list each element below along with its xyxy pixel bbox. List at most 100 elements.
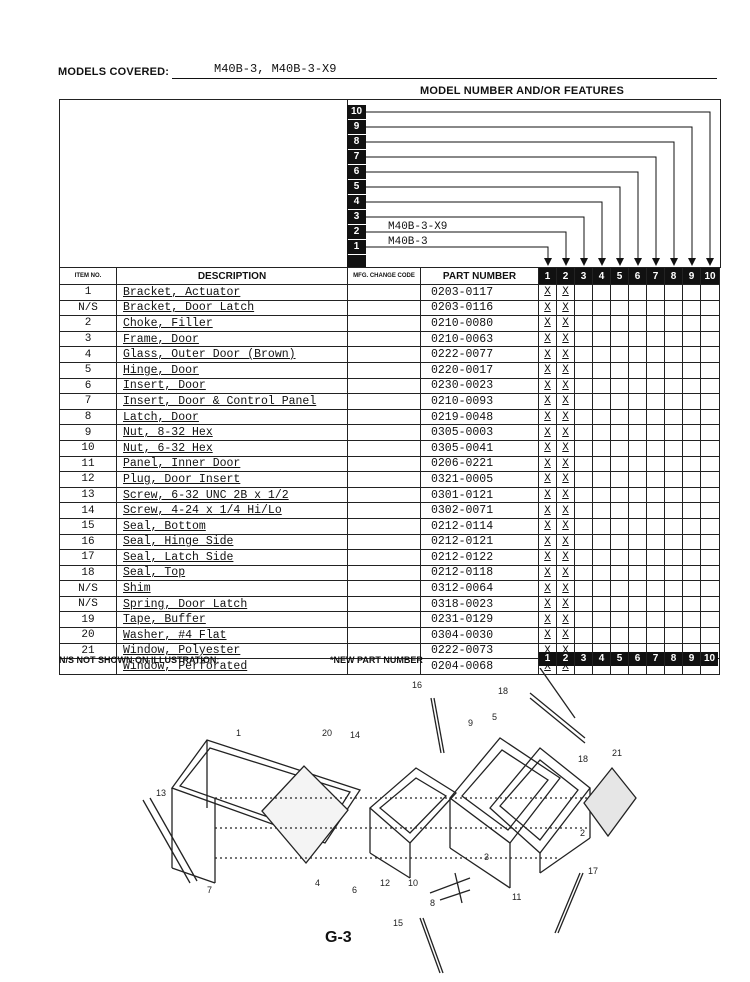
model-2-mark: X (556, 361, 575, 379)
model-2-mark: X (556, 595, 575, 613)
model-10-mark (700, 517, 720, 535)
model-6-mark (628, 408, 647, 426)
description: Insert, Door & Control Panel (116, 393, 348, 410)
model-9-mark (682, 486, 701, 504)
model-6-mark (628, 580, 647, 597)
description: Bracket, Actuator (116, 284, 348, 301)
model-7-mark (646, 408, 665, 426)
item-number: 15 (59, 517, 117, 535)
model-10-mark (700, 299, 720, 317)
model-10-mark (700, 408, 720, 426)
description: Panel, Inner Door (116, 455, 348, 473)
model-6-mark (628, 393, 647, 410)
model-2-mark: X (556, 439, 575, 457)
callout-17: 17 (588, 866, 598, 876)
model-6-mark (628, 627, 647, 644)
part-number: 0222-0077 (420, 346, 539, 363)
model-3-mark (574, 595, 593, 613)
model-10-mark (700, 361, 720, 379)
model-1-mark: X (538, 393, 557, 410)
item-number: N/S (59, 299, 117, 317)
callout-20: 20 (322, 728, 332, 738)
model-10-mark (700, 346, 720, 363)
item-number: 10 (59, 439, 117, 457)
model-num-4: 4 (347, 195, 366, 209)
callout-4: 4 (315, 878, 320, 888)
model-8-mark (664, 361, 683, 379)
model-6-mark (628, 517, 647, 535)
description: Washer, #4 Flat (116, 627, 348, 644)
model-9-mark (682, 393, 701, 410)
model-7-mark (646, 533, 665, 551)
model-8-mark (664, 455, 683, 473)
callout-10: 10 (408, 878, 418, 888)
model-5-mark (610, 564, 629, 582)
model-9-mark (682, 284, 701, 301)
ns-note: N/S NOT SHOWN ON ILLUSTRATION: (59, 655, 220, 665)
callout-12: 12 (380, 878, 390, 888)
model-10-mark (700, 424, 720, 441)
model-7-mark (646, 627, 665, 644)
model-9-mark (682, 580, 701, 597)
model-8-mark (664, 284, 683, 301)
item-number: 3 (59, 330, 117, 348)
mfg-change-code (347, 408, 421, 426)
header-mfg-change: MFG. CHANGE CODE (347, 267, 421, 285)
model-8-mark (664, 393, 683, 410)
part-number: 0230-0023 (420, 377, 539, 395)
part-number: 0212-0121 (420, 533, 539, 551)
model-10-mark (700, 564, 720, 582)
model-3-mark (574, 580, 593, 597)
model-num-1: 1 (347, 240, 366, 254)
model-2-mark: X (556, 549, 575, 566)
item-number: 9 (59, 424, 117, 441)
model-4-mark (592, 346, 611, 363)
model-7-mark (646, 517, 665, 535)
model-4-mark (592, 627, 611, 644)
model-3-mark (574, 486, 593, 504)
mfg-change-code (347, 299, 421, 317)
description: Bracket, Door Latch (116, 299, 348, 317)
new-part-note: *NEW PART NUMBER (330, 655, 423, 665)
features-title: MODEL NUMBER AND/OR FEATURES (420, 85, 625, 97)
model-2-mark: X (556, 611, 575, 629)
header-col-5: 5 (610, 267, 629, 285)
model-8-mark (664, 439, 683, 457)
model-3-mark (574, 408, 593, 426)
model-7-mark (646, 299, 665, 317)
header-col-1: 1 (538, 267, 557, 285)
model-1-mark: X (538, 439, 557, 457)
model-9-mark (682, 455, 701, 473)
model-6-mark (628, 486, 647, 504)
callout-14: 14 (350, 730, 360, 740)
model-4-mark (592, 361, 611, 379)
model-1-mark: X (538, 564, 557, 582)
model-10-mark (700, 471, 720, 488)
model-5-mark (610, 549, 629, 566)
model-1-mark: X (538, 408, 557, 426)
model-6-mark (628, 471, 647, 488)
footer-col-7: 7 (647, 652, 664, 666)
diagram-glass (261, 765, 349, 865)
model-8-mark (664, 533, 683, 551)
model-7-mark (646, 549, 665, 566)
model-5-mark (610, 595, 629, 613)
item-number: 4 (59, 346, 117, 363)
header-col-4: 4 (592, 267, 611, 285)
model-9-mark (682, 361, 701, 379)
footer-col-9: 9 (683, 652, 700, 666)
model-6-mark (628, 346, 647, 363)
model-4-mark (592, 330, 611, 348)
item-number: 20 (59, 627, 117, 644)
model-3-mark (574, 424, 593, 441)
model-2-mark: X (556, 455, 575, 473)
model-3-mark (574, 627, 593, 644)
